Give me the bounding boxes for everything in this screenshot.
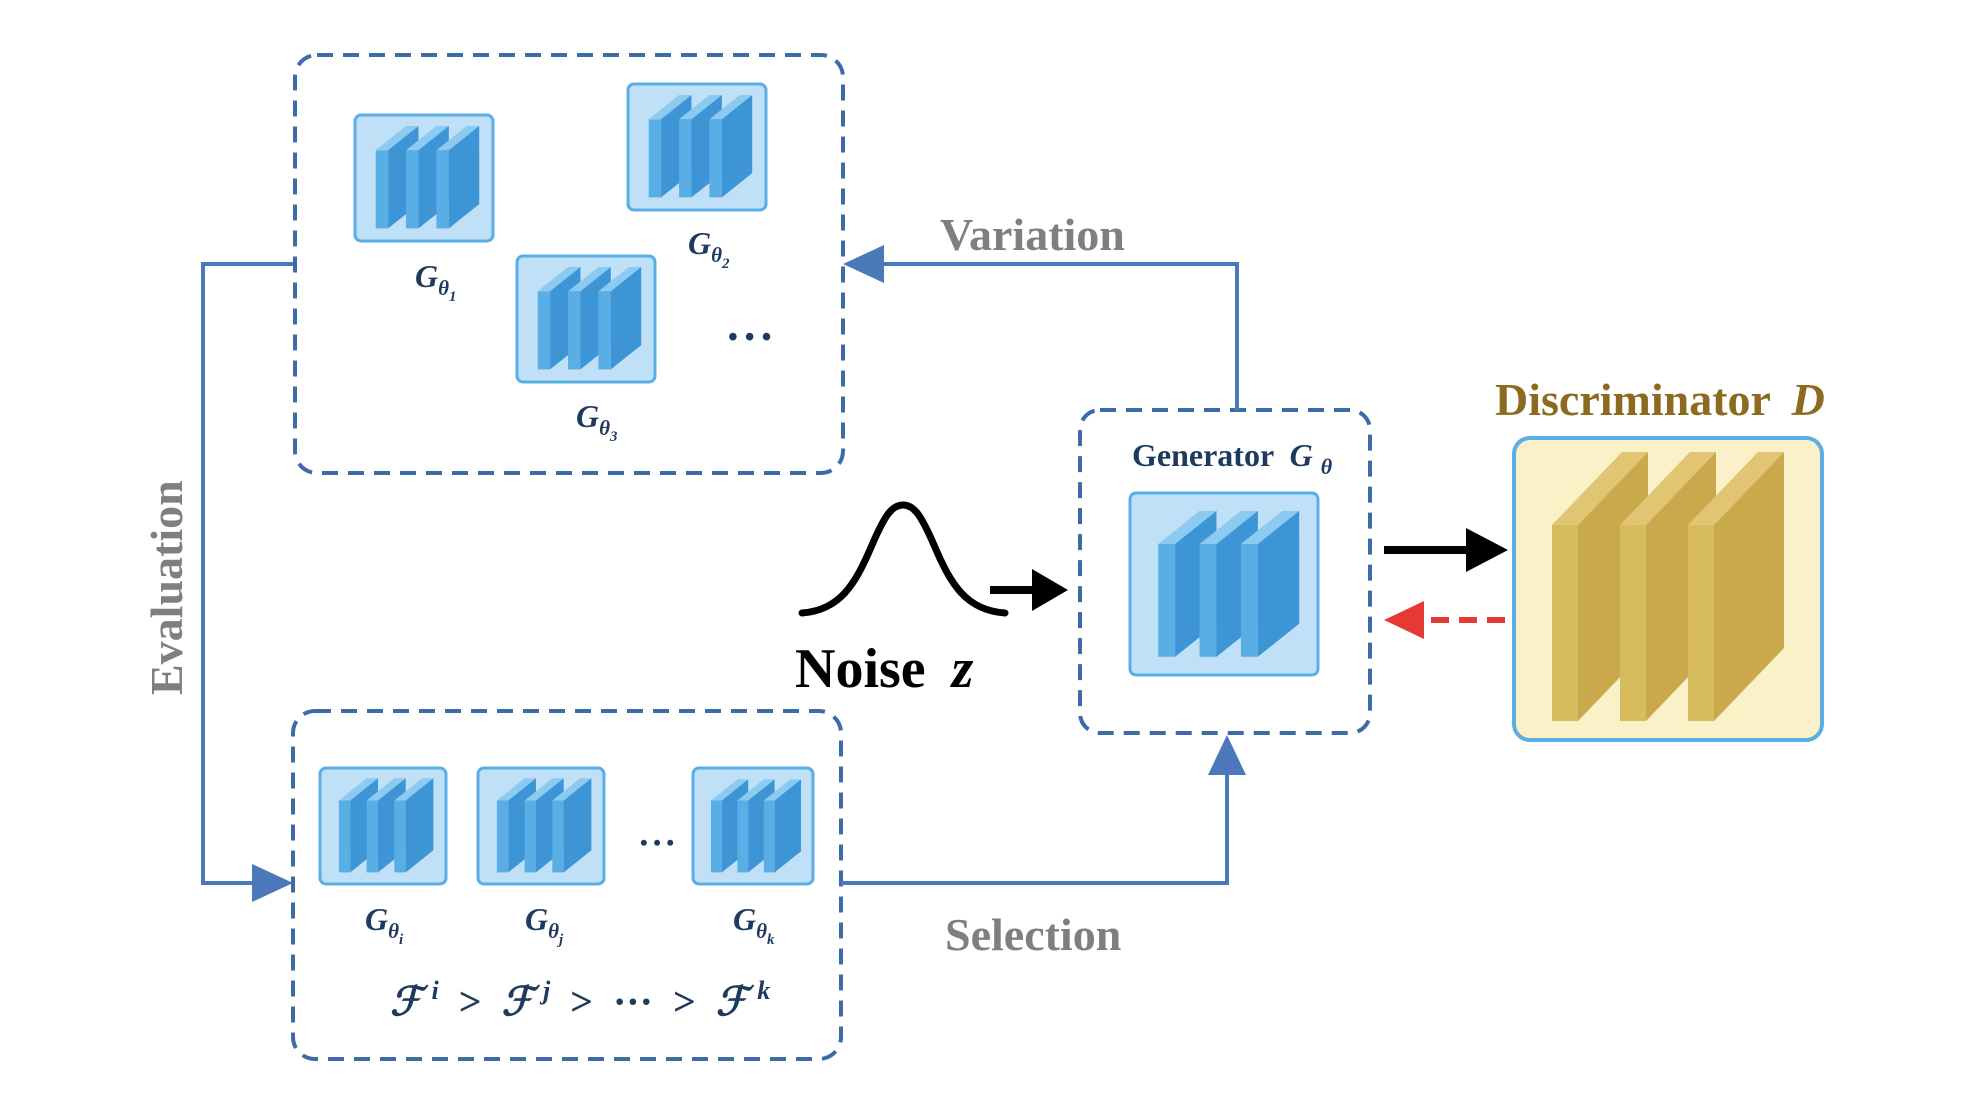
variation-arrowhead [843, 245, 884, 283]
population-generator-label-2-theta: θ [711, 243, 722, 267]
selected-generator-label-j-g: G [525, 901, 548, 937]
selected-generator-label-k-g: G [733, 901, 756, 937]
generator-title-word: Generator [1132, 437, 1274, 473]
population-generator-1-icon [353, 113, 495, 243]
fitness-sup-k: k [757, 976, 770, 1005]
evaluation-arrowhead [252, 864, 293, 902]
selected-generator-label-k: Gθk [733, 901, 775, 948]
selected-generator-label-k-theta: θ [756, 919, 767, 943]
population-box [293, 53, 845, 475]
noise-gaussian-curve [798, 501, 1009, 617]
selected-generator-k-icon [691, 766, 815, 886]
variation-label: Variation [940, 209, 1125, 260]
selected-generator-label-i-index: i [399, 932, 404, 948]
population-generator-label-3-g: G [576, 398, 599, 434]
fitness-f-k: ℱ [716, 979, 755, 1024]
discriminator-title: Discriminator D [1495, 374, 1825, 425]
selected-generator-j-icon [476, 766, 606, 886]
selected-generator-i-icon [318, 766, 448, 886]
fitness-gt-2: > [570, 979, 593, 1024]
noise-symbol: z [950, 638, 974, 700]
selected-generator-label-i-theta: θ [388, 919, 399, 943]
generator-title: Generator G θ [1132, 437, 1333, 479]
population-generator-label-2-index: 2 [721, 256, 730, 272]
selection-arrow [841, 773, 1229, 885]
population-generator-label-2-g: G [688, 225, 711, 261]
population-generator-3-icon [515, 254, 657, 384]
population-generator-label-1: Gθ1 [415, 258, 457, 305]
fitness-gt-1: > [459, 979, 482, 1024]
fitness-gt-3: > [673, 979, 696, 1024]
fitness-sup-i: i [431, 976, 439, 1005]
selected-generator-label-k-index: k [767, 932, 775, 948]
variation-arrow [880, 262, 1239, 410]
discriminator-layers-icon [1552, 452, 1784, 721]
selected-generator-label-j: Gθj [525, 901, 564, 948]
population-ellipsis: • • • [728, 322, 771, 353]
population-generator-label-1-theta: θ [438, 276, 449, 300]
fitness-sup-j: j [539, 976, 551, 1005]
generator-network-icon [1128, 491, 1320, 677]
selected-generator-label-j-theta: θ [548, 919, 559, 943]
evaluation-label: Evaluation [141, 480, 192, 695]
fitness-dots: ··· [613, 979, 653, 1024]
population-generator-label-3-index: 3 [609, 429, 618, 445]
selection-label: Selection [945, 909, 1121, 960]
population-generator-label-1-g: G [415, 258, 438, 294]
feedback-arrowhead [1384, 601, 1424, 639]
population-generator-label-3: Gθ3 [576, 398, 618, 445]
noise-word: Noise [795, 638, 926, 700]
selected-generator-label-i-g: G [365, 901, 388, 937]
generator-title-sub: θ [1321, 454, 1333, 479]
population-generator-label-2: Gθ2 [688, 225, 730, 272]
selected-generator-label-j-index: j [557, 932, 564, 948]
evaluation-arrow [201, 262, 293, 893]
generator-title-symbol: G [1290, 437, 1313, 473]
fitness-f-j: ℱ [501, 979, 540, 1024]
discriminator-title-word: Discriminator [1495, 374, 1771, 425]
selected-ellipsis: • • • [640, 830, 674, 855]
population-generator-label-1-index: 1 [449, 289, 457, 305]
selection-arrowhead [1208, 735, 1246, 775]
noise-label: Noise z [795, 638, 974, 700]
discriminator-title-symbol: D [1791, 374, 1825, 425]
fitness-f-i: ℱ [390, 979, 429, 1024]
population-generator-label-3-theta: θ [599, 416, 610, 440]
generator-box [1078, 408, 1372, 735]
fitness-ordering: ℱ i > ℱ j > ··· > ℱ k [390, 963, 770, 1024]
population-generator-2-icon [626, 82, 768, 212]
selected-generator-label-i: Gθi [365, 901, 404, 948]
gd-arrowhead [1466, 528, 1508, 572]
noise-arrowhead [1032, 569, 1068, 611]
